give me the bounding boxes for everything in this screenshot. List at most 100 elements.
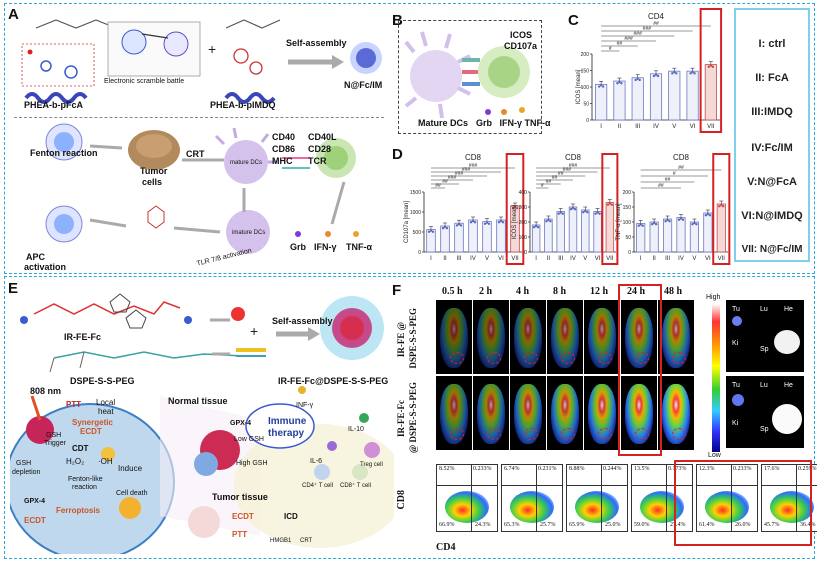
tumor-circle [598,352,612,364]
bar [544,218,553,253]
data-point [706,212,710,216]
group-legend: I: ctrl II: FcA III:IMDQ IV:Fc/IM V:N@Fc… [734,8,810,262]
fluorescence-image [547,376,583,450]
tumor-circle [635,428,649,440]
significance-label: ## [435,183,441,189]
immune-label-2: therapy [268,428,305,439]
quadrant-value-bl: 65.9% [569,522,585,528]
timepoint-label: 0.5 h [442,286,463,297]
t-cell-icon-b [478,46,530,98]
gate-v-line [796,465,797,531]
gpx4-mid-label: GPX-4 [230,420,252,427]
treg-label: Treg cell [360,462,383,468]
organ-sp-top: Sp [760,346,769,353]
flow-plot: 17.6%0.259%45.7%36.4% [761,464,817,532]
data-point [608,202,612,205]
gsh-trigger-1: GSH [46,432,62,439]
bar [468,219,478,253]
data-point [549,220,552,223]
data-point [695,223,698,226]
data-point [693,221,696,225]
data-point [675,72,678,75]
significance-label: ## [617,41,623,47]
timepoint-label: 8 h [553,286,567,297]
t-marker-tcr: TCR [308,156,327,166]
quadrant-value-tl: 12.3% [699,466,715,472]
immune-therapy-bubble [245,403,315,449]
flow-plot: 8.52%0.233%66.9%24.3% [436,464,498,532]
data-point [561,212,564,215]
significance-label: ## [546,179,552,185]
data-point [569,208,573,211]
organ-lu-top: Lu [760,306,768,313]
tumor-circle [487,352,501,364]
data-point [668,220,671,223]
chart-title: CD4 [648,12,665,21]
synergetic-1: Synergetic [72,418,113,427]
bar [496,219,506,253]
imaging-grid [436,300,706,450]
x-tick-label: I [640,256,642,262]
organ-tumor-blob-2 [732,394,744,406]
gsh-depletion-2: depletion [12,469,41,476]
panel-b-illustration [404,31,530,119]
fluorescence-image [473,376,509,450]
data-point [641,224,644,227]
quadrant-value-tr: 0.259% [798,466,817,472]
tumor-circle [561,352,575,364]
data-point [650,223,654,226]
data-point [515,207,519,210]
gate-h-line [567,485,627,486]
data-point [652,74,656,78]
immature-dc-label: imature DCs [232,230,266,236]
y-tick-label: 500 [413,230,422,236]
local-heat-2: heat [98,407,114,416]
x-tick-label: VII [511,256,519,262]
quadrant-value-tl: 8.52% [439,466,455,472]
nh-dot-icon [27,49,33,55]
significance-label: ## [442,179,448,185]
chart-title: CD8 [673,153,690,162]
x-tick-label: I [535,256,537,262]
data-point [708,214,712,217]
data-point [597,85,601,88]
data-point [639,223,642,226]
bottom-figure-frame [4,276,815,559]
ifng-icon [325,231,331,237]
flow-plot: 8.88%0.244%65.9%25.0% [566,464,628,532]
il10-label: IL-10 [348,426,364,433]
data-point [547,218,550,222]
highlight-box-vii [712,153,731,265]
quadrant-value-tl: 6.74% [504,466,520,472]
x-tick-label: IV [570,256,576,262]
gate-h-line [632,485,692,486]
significance-label: ### [462,167,471,173]
svg-text:+: + [250,323,258,339]
cells-label: cells [142,177,163,187]
bar [581,209,590,253]
cd8-cell-icon [352,464,368,480]
row1-label-a: IR-FE @ [396,322,406,358]
t-marker-cd28: CD28 [308,144,332,154]
quadrant-value-tl: 17.6% [764,466,780,472]
data-point [656,74,660,78]
panel-a-top-illustration: + [21,19,382,104]
bar [649,221,659,253]
flow-density [640,491,684,523]
data-point [594,212,597,215]
tumor-circle [635,352,649,364]
skull-icon [119,497,141,519]
normal-tissue-label: Normal tissue [168,396,228,406]
fenton-like-2: reaction [72,484,97,491]
organ-sp-bottom: Sp [760,426,769,433]
quadrant-value-br: 26.0% [735,522,751,528]
tumor-circle [598,428,612,440]
panel-e-top-illustration: + [20,293,384,373]
data-point [559,211,562,214]
immune-label-1: Immune [268,416,307,427]
panel-b-frame [398,20,542,134]
